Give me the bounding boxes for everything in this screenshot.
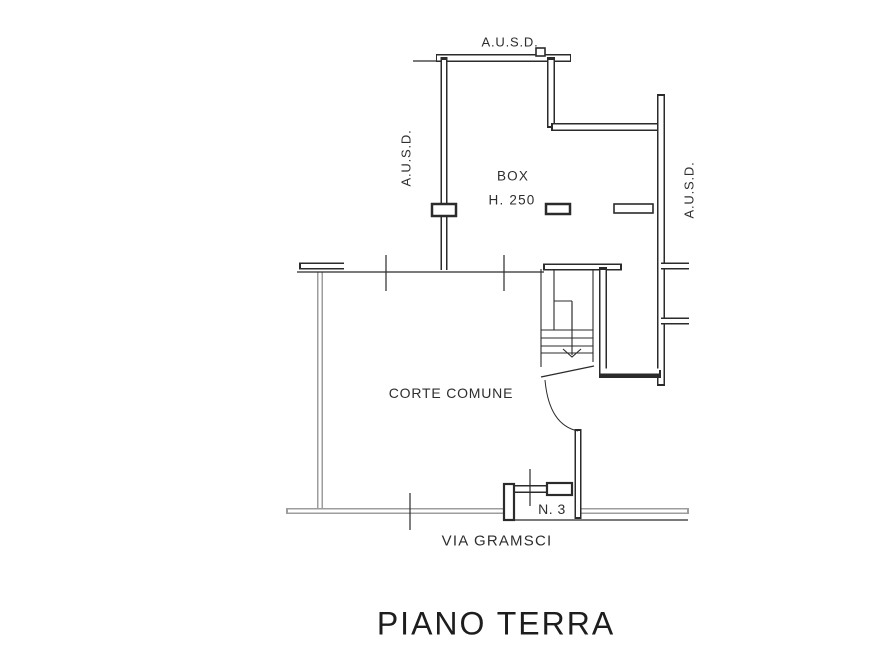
property-lines [297, 60, 688, 530]
label-ausd-left: A.U.S.D. [398, 129, 414, 187]
label-box: BOX [496, 168, 530, 184]
page-title: PIANO TERRA [376, 605, 616, 642]
garage-left-pillar [430, 202, 458, 218]
label-ausd-top: A.U.S.D. [481, 34, 539, 50]
courtyard-boundary-gray [286, 272, 689, 514]
entrance-step [545, 481, 574, 497]
entrance-door [540, 365, 595, 432]
label-street-name: VIA GRAMSCI [441, 532, 553, 550]
door-swing-arc [544, 379, 579, 432]
label-courtyard: CORTE COMUNE [388, 385, 514, 401]
staircase [540, 269, 594, 367]
label-entrance-number: N. 3 [538, 501, 566, 517]
pillars [430, 47, 654, 522]
top-wall-notch [535, 47, 546, 57]
label-ausd-right: A.U.S.D. [681, 161, 697, 219]
stair-direction-arrow-head [562, 348, 582, 358]
entrance-left-pillar [502, 482, 516, 522]
garage-right-pillar [544, 202, 572, 216]
thin-wall-right [613, 203, 654, 214]
door-leaf [540, 365, 595, 378]
label-box-height: H. 250 [488, 192, 536, 208]
walls [299, 54, 689, 519]
